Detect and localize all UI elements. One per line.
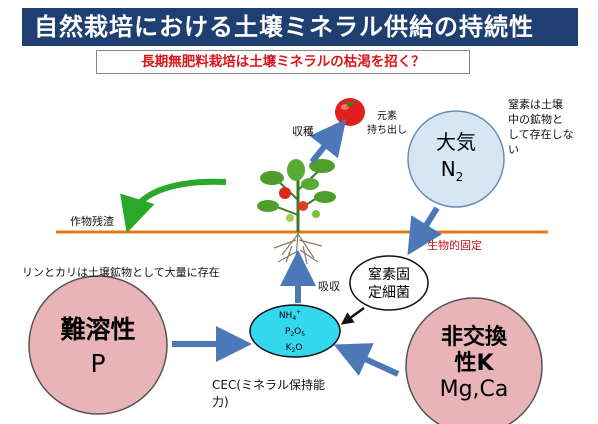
nonexchangeable-node bbox=[405, 297, 543, 424]
nitrogen-note-2: 中の鉱物と bbox=[508, 113, 563, 126]
insoluble-p-node bbox=[28, 275, 168, 415]
nh4-label: NH4+ bbox=[279, 309, 301, 322]
fixer-label-2: 定細菌 bbox=[368, 285, 410, 301]
plant-icon bbox=[257, 159, 336, 232]
cec-pool-node bbox=[249, 304, 341, 358]
k-to-cec-arrow bbox=[333, 343, 400, 377]
crop-residue-label: 作物残渣 bbox=[70, 215, 114, 228]
element-removal-label-2: 持ち出し bbox=[367, 125, 407, 136]
cec-label-1: CEC(ミネラル保持能 bbox=[212, 378, 326, 392]
harvest-label: 収穫 bbox=[292, 125, 314, 138]
nitrogen-note-4: い bbox=[508, 143, 519, 156]
p2o5-label: P2O5 bbox=[285, 327, 305, 338]
bio-fixation-label: 生物的固定 bbox=[427, 239, 482, 252]
tomato-icon bbox=[335, 98, 365, 126]
absorption-label: 吸収 bbox=[318, 280, 340, 293]
harvest-arrow bbox=[309, 118, 347, 164]
cec-label-2: 力) bbox=[212, 395, 229, 409]
fixer-to-cec-arrow bbox=[340, 306, 365, 325]
atmosphere-label: 大気 bbox=[436, 130, 476, 154]
insoluble-p-label: P bbox=[90, 349, 105, 378]
nonexch-label-2: 性K bbox=[454, 351, 494, 376]
residue-arrow bbox=[120, 178, 227, 234]
page-title: 自然栽培における土壌ミネラル供給の持続性 bbox=[22, 8, 578, 46]
nitrogen-note-1: 窒素は土壌 bbox=[508, 98, 563, 111]
atmosphere-formula: N2 bbox=[441, 157, 464, 184]
nonexch-label-3: Mg,Ca bbox=[440, 377, 509, 402]
element-removal-label-1: 元素 bbox=[377, 111, 397, 122]
subtitle-question: 長期無肥料栽培は土壌ミネラルの枯渇を招く？ bbox=[96, 50, 470, 74]
roots-icon bbox=[273, 231, 323, 265]
fixer-label-1: 窒素固 bbox=[368, 266, 410, 283]
fixation-arrow bbox=[407, 206, 442, 256]
nonexch-label-1: 非交換 bbox=[441, 324, 508, 350]
nitrogen-fixer-node bbox=[349, 255, 429, 311]
k2o-label: K2O bbox=[286, 343, 303, 354]
pk-note: リンとカリは土壌鉱物として大量に存在 bbox=[22, 266, 220, 279]
nitrogen-note-3: して存在しな bbox=[508, 128, 574, 141]
atmosphere-node bbox=[407, 110, 505, 208]
insoluble-label: 難溶性 bbox=[60, 315, 135, 344]
